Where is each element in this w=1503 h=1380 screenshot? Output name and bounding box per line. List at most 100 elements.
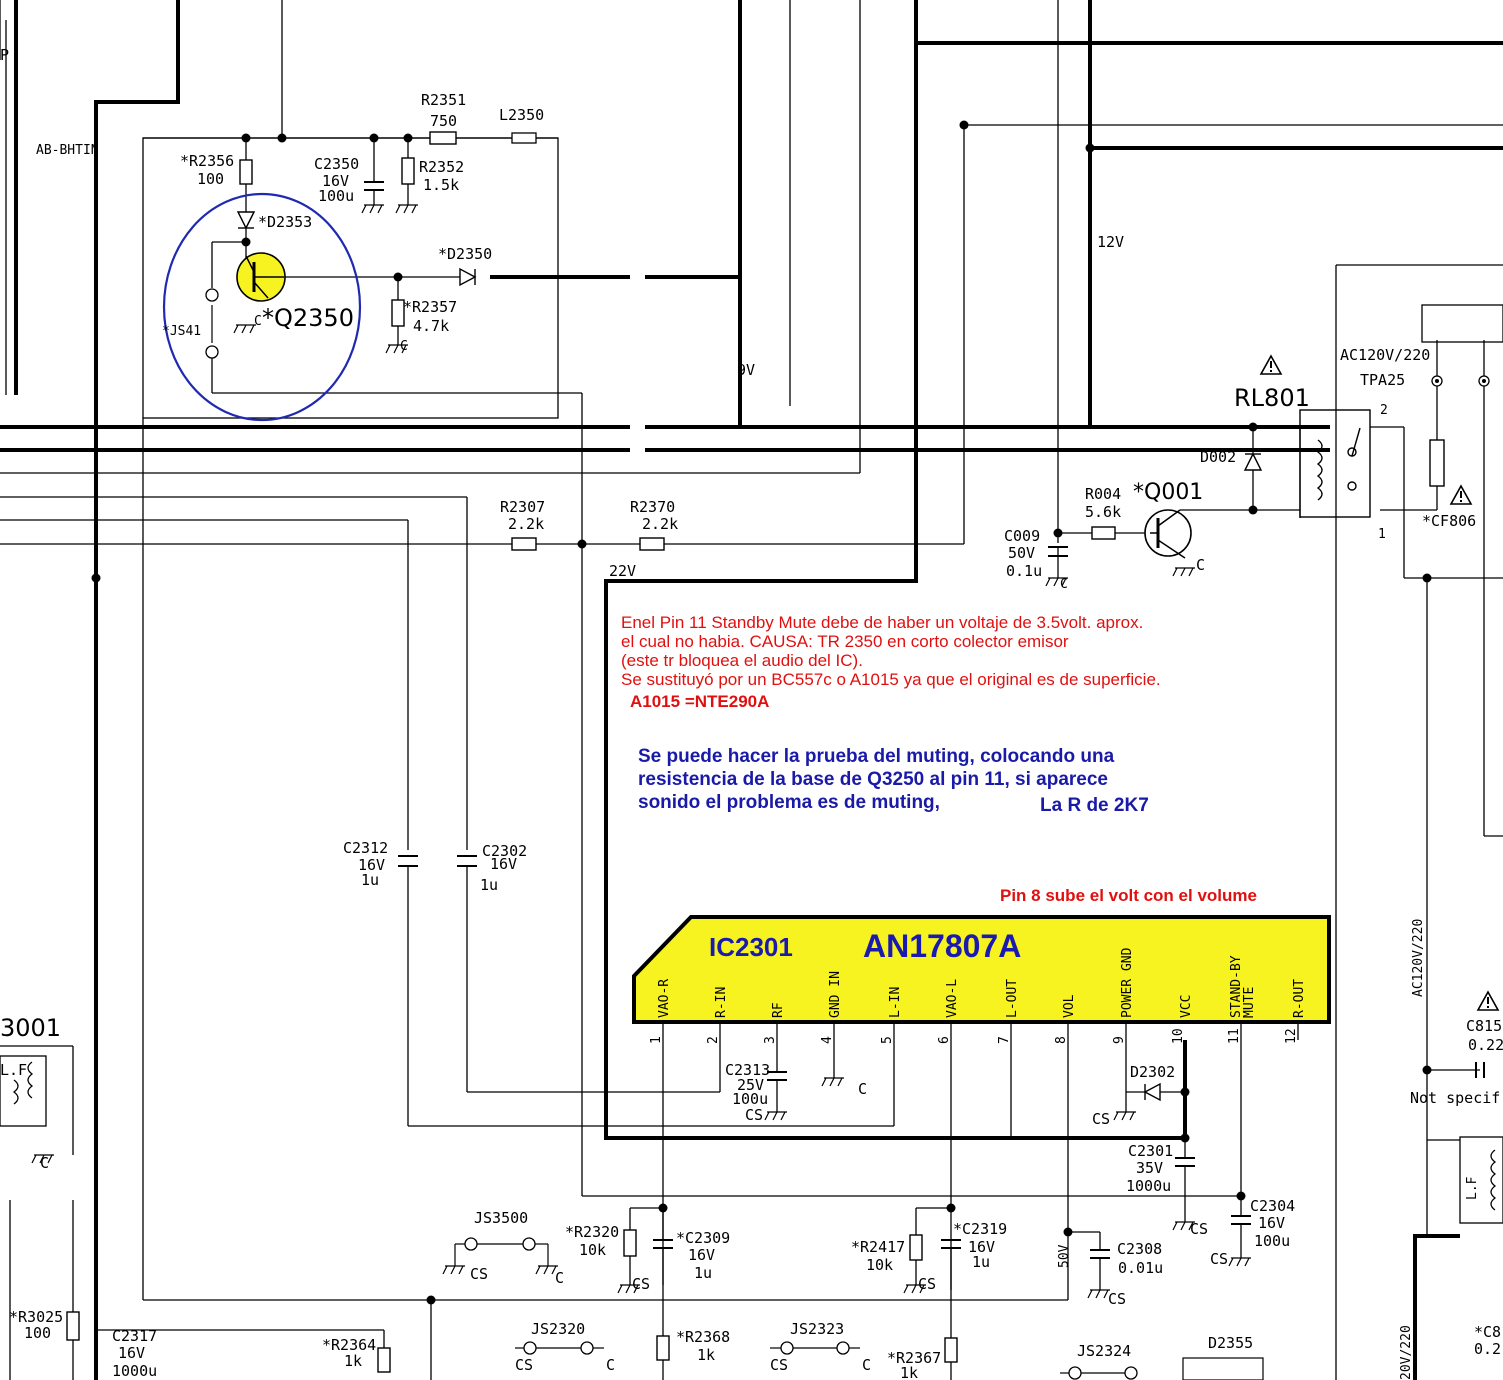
ic-pin-name-11: MUTE — [1242, 987, 1257, 1018]
red-equivalent-note: A1015 =NTE290A — [630, 692, 770, 711]
c815-value: 0.22 — [1468, 1036, 1503, 1054]
ic-pin-name-10: VCC — [1179, 995, 1194, 1018]
l2350-ref: L2350 — [499, 106, 544, 124]
ic-part-label: AN17807A — [863, 928, 1021, 964]
r2357-ref: *R2357 — [403, 298, 457, 316]
js2323-ref: JS2323 — [790, 1320, 844, 1338]
d002-ref: D002 — [1200, 448, 1236, 466]
ic-pin-name-5: L-IN — [888, 987, 903, 1018]
js41-ref: *JS41 — [162, 324, 201, 339]
c009-c: C — [1060, 577, 1068, 592]
gnd-in-c: C — [858, 1080, 867, 1098]
transformer-3001 — [0, 1055, 47, 1127]
net-label-9v: 9V — [737, 361, 755, 379]
net-label-p: P — [0, 46, 9, 64]
net-label-ab-bhtin: AB-BHTIN — [36, 143, 99, 158]
resistor-r2320 — [623, 1229, 637, 1257]
r2370-ref: R2370 — [630, 498, 675, 516]
c2350-ref: C2350 — [314, 155, 359, 173]
q2350-ref: *Q2350 — [262, 304, 354, 332]
js3500-ref: JS3500 — [474, 1209, 528, 1227]
ground-symbols — [31, 204, 1251, 1299]
ic-pin-number-4: 4 — [820, 1036, 835, 1044]
relay-rl801 — [1299, 409, 1371, 518]
c2312-rating: 16V — [358, 856, 385, 874]
r2356-value: 100 — [197, 170, 224, 188]
r2367-ref: *R2367 — [887, 1349, 941, 1367]
t3001-c: C — [40, 1154, 49, 1172]
c2304-value: 100u — [1254, 1232, 1290, 1250]
c2308-cs: CS — [1108, 1290, 1126, 1308]
r2356-ref: *R2356 — [180, 152, 234, 170]
c2301-ref: C2301 — [1128, 1142, 1173, 1160]
r2357-c: C — [400, 339, 408, 354]
red-note-line-4: Se sustituyó por un BC557c o A1015 ya qu… — [621, 670, 1161, 689]
ac120v-vertical-2: 20V/220 — [1399, 1325, 1414, 1380]
c81x-ref: *C81 — [1474, 1323, 1503, 1341]
r2307-value: 2.2k — [508, 515, 544, 533]
q001-c: C — [1196, 556, 1205, 574]
c81x-value: 0.2 — [1474, 1340, 1501, 1358]
r2307-ref: R2307 — [500, 498, 545, 516]
ic-pin-name-2: R-IN — [714, 987, 729, 1018]
t3001-ref: 3001 — [0, 1014, 61, 1042]
resistor-r2417 — [909, 1234, 923, 1261]
ic-an17807a — [632, 915, 1331, 1024]
ic-pin-name-1: VAO-R — [657, 979, 672, 1018]
c2302-rating: 16V — [490, 855, 517, 873]
c2319-rating: 16V — [968, 1238, 995, 1256]
c2313-ref: C2313 — [725, 1061, 770, 1079]
d2355-ref: D2355 — [1208, 1334, 1253, 1352]
net-label-22v: 22V — [609, 562, 636, 580]
inductor-l2350 — [511, 132, 537, 144]
lf-label-right: L.F — [1465, 1176, 1480, 1200]
r2320-cs: CS — [632, 1275, 650, 1293]
resistor-r2357 — [391, 299, 405, 327]
r2351-value: 750 — [430, 112, 457, 130]
r2320-ref: *R2320 — [565, 1223, 619, 1241]
ic-ref-label: IC2301 — [709, 932, 793, 962]
c2350-value: 100u — [318, 187, 354, 205]
c2304-cs: CS — [1210, 1250, 1228, 1268]
q2350-c: C — [254, 314, 262, 329]
ic-pin-name-8: VOL — [1062, 994, 1077, 1018]
c2309-rating: 16V — [688, 1246, 715, 1264]
r2364-ref: *R2364 — [322, 1336, 376, 1354]
resistor-r2370 — [639, 537, 665, 551]
ic-pin-name-12: R-OUT — [1292, 979, 1307, 1018]
ic-pin-number-7: 7 — [997, 1036, 1012, 1044]
c2302-ref: C2302 — [482, 842, 527, 860]
r2351-ref: R2351 — [421, 91, 466, 109]
c009-ref: C009 — [1004, 527, 1040, 545]
c2313-rating: 25V — [737, 1076, 764, 1094]
c2301-value: 1000u — [1126, 1177, 1171, 1195]
rl801-pin1: 1 — [1378, 527, 1386, 542]
blue-note-r-value: La R de 2K7 — [1040, 795, 1149, 816]
bottom-jumpers — [464, 1237, 1138, 1380]
js2320-ref: JS2320 — [531, 1320, 585, 1338]
c009-value: 0.1u — [1006, 562, 1042, 580]
red-note: Enel Pin 11 Standby Mute debe de haber u… — [621, 613, 1161, 689]
blue-note: Se puede hacer la prueba del muting, col… — [638, 745, 1114, 814]
ic-pin-name-7: L-OUT — [1005, 979, 1020, 1018]
c2317-rating: 16V — [118, 1344, 145, 1362]
r2352-ref: R2352 — [419, 158, 464, 176]
r004-value: 5.6k — [1085, 503, 1121, 521]
r004-ref: R004 — [1085, 485, 1121, 503]
js2320-cs: CS — [515, 1356, 533, 1374]
pin8-note: Pin 8 sube el volt con el volume — [1000, 886, 1257, 905]
c2301-cs: CS — [1190, 1220, 1208, 1238]
jumper-js41-a — [205, 288, 219, 302]
tpa25-ref: TPA25 — [1360, 371, 1405, 389]
resistor-r2367 — [944, 1337, 958, 1363]
c815-ref: C815 — [1466, 1017, 1502, 1035]
highlight-circle — [162, 192, 362, 422]
net-label-12v: 12V — [1097, 233, 1124, 251]
resistor-r2351 — [429, 131, 457, 145]
c2312-value: 1u — [361, 871, 379, 889]
c2308-ref: C2308 — [1117, 1240, 1162, 1258]
